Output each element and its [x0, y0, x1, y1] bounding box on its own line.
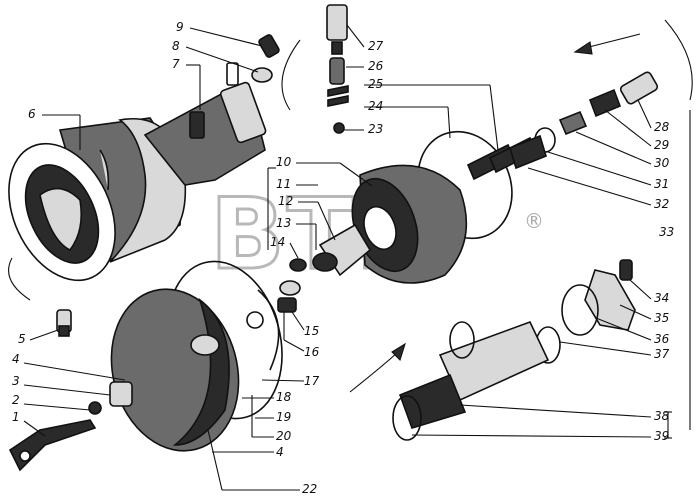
leader-line	[527, 167, 652, 206]
leader-line	[637, 99, 652, 129]
callout-label: 19	[276, 410, 291, 424]
leader-line	[23, 384, 111, 396]
leader-line	[261, 379, 305, 382]
leader-line	[595, 317, 652, 341]
callout-label: 32	[654, 197, 669, 211]
valve-stack-top	[326, 4, 349, 134]
leader-line	[29, 329, 59, 341]
callout-label: 23	[368, 122, 383, 136]
direction-arrows	[8, 19, 693, 393]
callout-label: 13	[276, 216, 291, 230]
leader-line	[23, 362, 126, 381]
callout-label: 36	[654, 332, 670, 346]
callout-label: 3	[12, 374, 20, 388]
callout-label: 27	[368, 39, 384, 53]
callout-label: 4	[276, 445, 284, 459]
leader-line	[207, 429, 223, 491]
leader-line	[459, 404, 652, 418]
callout-label: 15	[304, 324, 319, 338]
leader-line	[23, 403, 91, 411]
callout-label: 2	[12, 393, 20, 407]
callout-label: 38	[654, 409, 670, 423]
callout-label: 22	[302, 482, 317, 496]
leader-line	[339, 162, 373, 187]
callout-label: 39	[654, 429, 669, 443]
leader-line	[289, 242, 299, 259]
small-fitting	[56, 309, 72, 337]
callout-label: 31	[654, 177, 669, 191]
callout-label: 14	[270, 235, 285, 249]
callout-label: 9	[176, 20, 184, 34]
watermark-registered-mark: ®	[524, 209, 544, 233]
leader-line	[559, 341, 652, 356]
callout-label: 7	[172, 57, 180, 71]
callout-label: 16	[304, 345, 320, 359]
leader-line	[283, 339, 305, 352]
washers-and-nut	[277, 258, 307, 313]
callout-label: 33	[659, 225, 674, 239]
cylinder-housing	[8, 62, 267, 282]
leader-line	[189, 27, 263, 47]
callout-labels: 1234567891011121314151617181920422232425…	[12, 20, 674, 496]
leader-line	[575, 131, 652, 165]
leader-line	[447, 106, 451, 139]
right-cylinder-parts	[509, 71, 659, 170]
callout-label: 17	[304, 374, 320, 388]
callout-label: 4	[12, 352, 20, 366]
callout-label: 28	[654, 120, 670, 134]
callout-label: 30	[654, 156, 670, 170]
callout-label: 5	[18, 332, 26, 346]
leader-lines	[23, 24, 691, 491]
callout-label: 35	[654, 311, 669, 325]
leader-line	[619, 304, 652, 320]
lower-assembly	[392, 259, 636, 441]
callout-label: 10	[276, 155, 292, 169]
callout-label: 37	[654, 347, 670, 361]
leader-line	[23, 420, 46, 437]
callout-label: 8	[172, 39, 180, 53]
leader-line	[411, 434, 652, 438]
leader-line	[629, 279, 652, 300]
leader-line	[489, 84, 499, 151]
leader-line	[346, 24, 365, 48]
callout-label: 12	[278, 194, 293, 208]
leader-line	[547, 151, 652, 186]
central-body	[312, 164, 468, 284]
callout-label: 25	[368, 77, 383, 91]
top-fittings	[251, 34, 280, 83]
leader-line	[185, 46, 259, 73]
push-rod	[8, 381, 133, 472]
callout-label: 11	[276, 177, 291, 191]
callout-label: 1	[12, 410, 20, 424]
callout-label: 20	[276, 429, 292, 443]
callout-label: 34	[654, 291, 669, 305]
callout-label: 26	[368, 59, 384, 73]
callout-label: 18	[276, 390, 292, 404]
leader-line	[291, 311, 305, 331]
callout-label: 6	[28, 107, 36, 121]
leader-line	[604, 109, 652, 147]
callout-label: 24	[368, 99, 383, 113]
callout-label: 29	[654, 138, 669, 152]
leader-line	[317, 201, 336, 241]
